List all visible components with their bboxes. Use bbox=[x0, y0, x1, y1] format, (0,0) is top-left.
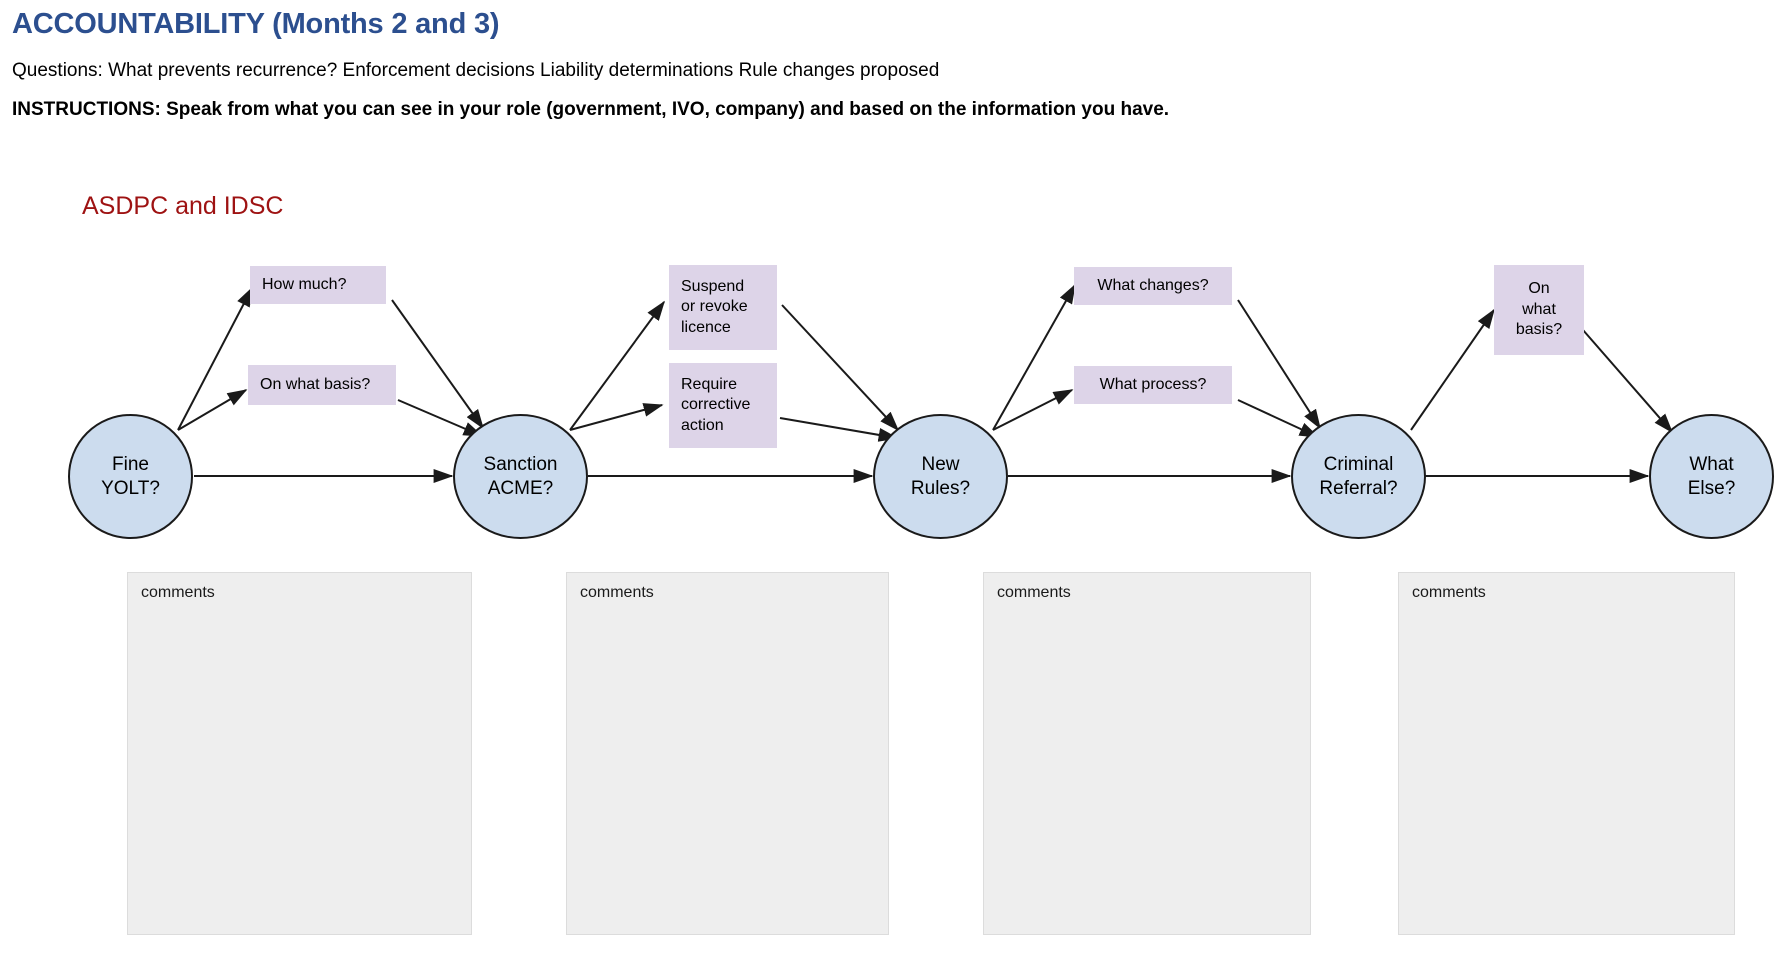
edge-sanction-to-suspend bbox=[569, 300, 665, 431]
question-box-on-what-basis-1[interactable]: On what basis? bbox=[248, 365, 396, 405]
question-box-on-what-basis-2[interactable]: On what basis? bbox=[1494, 265, 1584, 355]
comment-box-3[interactable]: comments bbox=[983, 572, 1311, 935]
question-box-how-much[interactable]: How much? bbox=[250, 266, 386, 304]
comment-label-2: comments bbox=[580, 584, 654, 601]
edge-suspend-to-newrules bbox=[781, 304, 900, 432]
edge-whatprocess-to-criminal bbox=[1237, 399, 1320, 438]
node-criminal-referral[interactable]: Criminal Referral? bbox=[1291, 414, 1426, 539]
edge-criminal-to-onwhatbasis2 bbox=[1410, 308, 1495, 431]
instructions-line: INSTRUCTIONS: Speak from what you can se… bbox=[12, 99, 1170, 120]
edge-howmuch-to-sanction bbox=[391, 299, 484, 430]
edge-newrules-to-whatprocess bbox=[992, 389, 1074, 431]
question-box-suspend-or-revoke-licence[interactable]: Suspend or revoke licence bbox=[669, 265, 777, 350]
comment-label-1: comments bbox=[141, 584, 215, 601]
edge-onwhatbasis1-to-sanction bbox=[397, 399, 484, 437]
edge-fine-to-howmuch bbox=[177, 286, 253, 431]
edge-whatchanges-to-criminal bbox=[1237, 299, 1321, 430]
edge-newrules-to-whatchanges bbox=[992, 283, 1076, 431]
question-box-what-process[interactable]: What process? bbox=[1074, 366, 1232, 404]
node-new-rules[interactable]: New Rules? bbox=[873, 414, 1008, 539]
edge-sanction-to-require bbox=[569, 403, 664, 431]
question-box-require-corrective-action[interactable]: Require corrective action bbox=[669, 363, 777, 448]
node-what-else[interactable]: What Else? bbox=[1649, 414, 1774, 539]
comment-box-4[interactable]: comments bbox=[1398, 572, 1735, 935]
comment-box-2[interactable]: comments bbox=[566, 572, 889, 935]
comment-label-3: comments bbox=[997, 584, 1071, 601]
edge-onwhatbasis2-to-whatelse bbox=[1582, 329, 1674, 434]
comment-label-4: comments bbox=[1412, 584, 1486, 601]
node-fine-yolt[interactable]: Fine YOLT? bbox=[68, 414, 193, 539]
section-label-asdpc-idsc: ASDPC and IDSC bbox=[82, 192, 284, 220]
edge-fine-to-onwhatbasis1 bbox=[177, 389, 248, 431]
page-title: ACCOUNTABILITY (Months 2 and 3) bbox=[12, 8, 500, 40]
comment-box-1[interactable]: comments bbox=[127, 572, 472, 935]
node-sanction-acme[interactable]: Sanction ACME? bbox=[453, 414, 588, 539]
edge-require-to-newrules bbox=[779, 417, 899, 442]
question-box-what-changes[interactable]: What changes? bbox=[1074, 267, 1232, 305]
questions-line: Questions: What prevents recurrence? Enf… bbox=[12, 60, 940, 81]
